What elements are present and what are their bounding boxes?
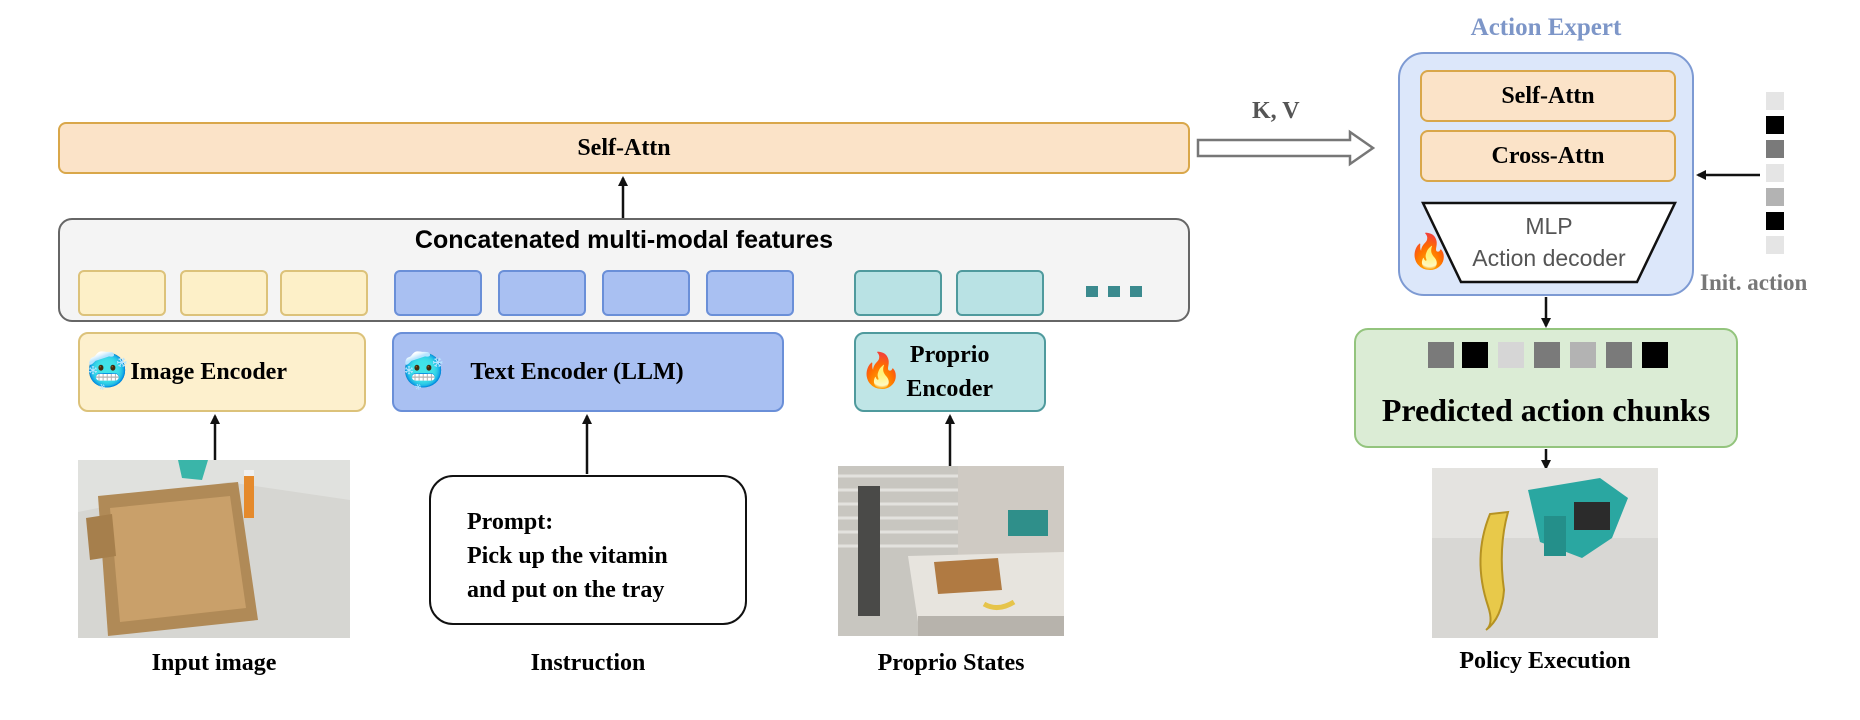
init-action-cell <box>1766 92 1784 110</box>
prompt-box: Prompt: Pick up the vitamin and put on t… <box>429 475 747 625</box>
init-action-cell <box>1766 164 1784 182</box>
input-image-photo <box>78 460 350 638</box>
init-action-cell <box>1766 236 1784 254</box>
fire-icon: 🔥 <box>860 353 903 390</box>
image-encoder-label: Image Encoder <box>130 358 287 385</box>
action-expert-title: Action Expert <box>1470 14 1622 41</box>
proprio-token <box>854 270 942 316</box>
image-encoder: 🥶 Image Encoder <box>78 332 366 412</box>
caption-policy: Policy Execution <box>1459 648 1631 674</box>
expert-cross-attn: Cross-Attn <box>1420 130 1676 182</box>
action-chunk-cell <box>1428 342 1454 368</box>
action-chunk-cell <box>1606 342 1632 368</box>
mlp-line1: MLP <box>1525 213 1573 239</box>
action-chunk-cell <box>1462 342 1488 368</box>
proprio-encoder-line1: Proprio <box>909 342 990 368</box>
policy-execution-photo <box>1432 468 1658 638</box>
caption-proprio: Proprio States <box>877 650 1025 676</box>
proprio-encoder: 🔥 Proprio Encoder <box>854 332 1046 412</box>
predicted-action-chunks: Predicted action chunks <box>1354 328 1738 448</box>
proprio-encoder-line2: Encoder <box>906 376 994 402</box>
concatenated-features-panel: Concatenated multi-modal features <box>58 218 1190 322</box>
proprio-encoder-label: Proprio Encoder <box>906 338 993 406</box>
self-attn-block: Self-Attn <box>58 122 1190 174</box>
prompt-line-2: and put on the tray <box>467 577 665 603</box>
init-action-cell <box>1766 212 1784 230</box>
init-action-label: Init. action <box>1700 270 1808 295</box>
action-expert-panel: Self-Attn Cross-Attn MLP Action decoder … <box>1398 52 1694 296</box>
action-chunk-cell <box>1642 342 1668 368</box>
init-action-cell <box>1766 140 1784 158</box>
proprio-token <box>956 270 1044 316</box>
init-action-cell <box>1766 116 1784 134</box>
proprio-states-photo <box>838 466 1064 636</box>
init-action-cell <box>1766 188 1784 206</box>
expert-self-attn: Self-Attn <box>1420 70 1676 122</box>
ellipsis-dot <box>1086 286 1098 297</box>
mlp-trapezoid <box>1421 201 1677 284</box>
text-token <box>498 270 586 316</box>
action-chunk-cell <box>1534 342 1560 368</box>
image-token <box>180 270 268 316</box>
fire-icon: 🔥 <box>1408 234 1451 271</box>
text-encoder: 🥶 Text Encoder (LLM) <box>392 332 784 412</box>
frozen-icon: 🥶 <box>402 353 445 390</box>
kv-label: K, V <box>1252 98 1300 124</box>
image-token <box>280 270 368 316</box>
ellipsis-dot <box>1130 286 1142 297</box>
caption-input-image: Input image <box>151 650 277 676</box>
mlp-label: MLP Action decoder <box>1460 210 1638 274</box>
ellipsis-dot <box>1108 286 1120 297</box>
text-token <box>394 270 482 316</box>
action-chunk-cell <box>1570 342 1596 368</box>
caption-instruction: Instruction <box>530 650 646 676</box>
action-chunk-cell <box>1498 342 1524 368</box>
mlp-line2: Action decoder <box>1472 245 1626 271</box>
prompt-heading: Prompt: <box>467 509 554 535</box>
text-token <box>602 270 690 316</box>
text-token <box>706 270 794 316</box>
kv-hollow-arrow <box>1196 129 1376 167</box>
image-token <box>78 270 166 316</box>
text-encoder-label: Text Encoder (LLM) <box>470 358 684 385</box>
concat-title: Concatenated multi-modal features <box>414 226 834 254</box>
frozen-icon: 🥶 <box>86 353 129 390</box>
prompt-line-1: Pick up the vitamin <box>467 543 668 569</box>
predicted-title: Predicted action chunks <box>1381 392 1711 428</box>
